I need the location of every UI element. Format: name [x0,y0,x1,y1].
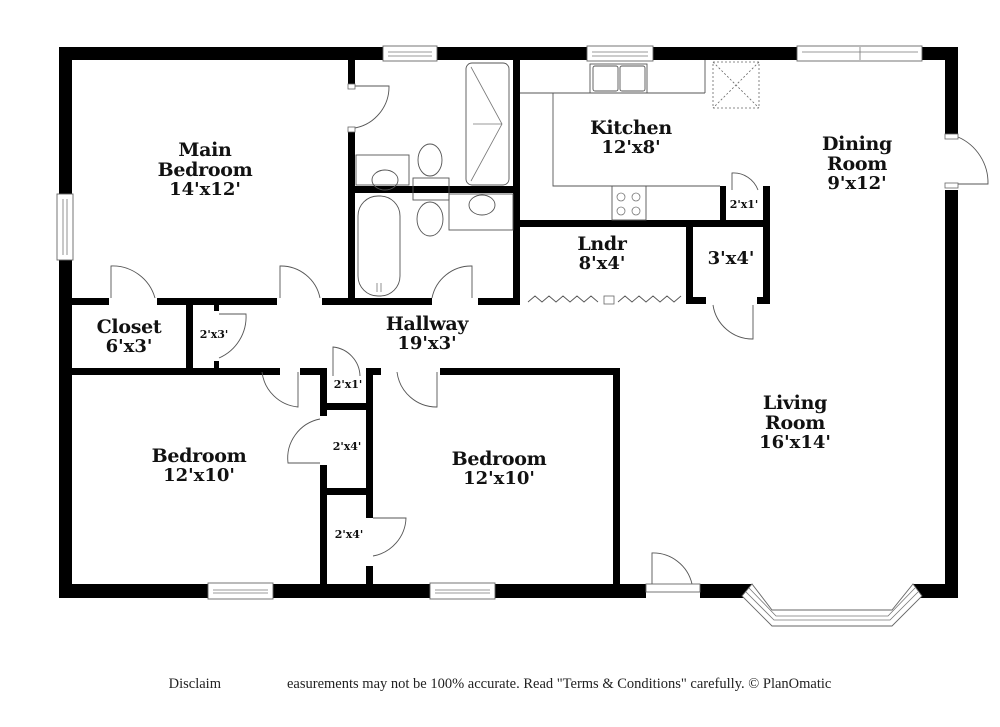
room-closet: Closet 6'x3' [96,316,162,357]
room-kitchen: Kitchen 12'x8' [590,117,672,158]
room-linen-closet: 2'x1' [334,379,363,391]
room-dimensions: 14'x12' [169,178,241,200]
windows [56,45,923,627]
fixtures [355,60,760,297]
disclaimer-start: Disclaim [168,676,221,692]
room-dimensions: 2'x1' [333,378,363,391]
room-laundry: Lndr 8'x4' [577,233,627,274]
room-name: Dining [821,133,893,155]
room-dimensions: 2'x3' [199,328,229,341]
room-name: Room [764,411,826,434]
room-name: Bedroom [151,445,247,467]
disclaimer-footer: Disclaim easurements may not be 100% acc… [0,676,1000,693]
doors [110,83,989,593]
room-hallway: Hallway 19'x3' [385,313,469,354]
room-bedroom-2-closet: 2'x4' [335,529,364,541]
room-name: Bedroom [157,158,253,181]
room-dimensions: 3'x4' [707,248,755,269]
interior-walls [72,60,770,590]
room-dimensions: 12'x10' [163,464,235,486]
room-name: Kitchen [590,117,672,139]
room-dimensions: 12'x10' [463,467,535,489]
room-dimensions: 12'x8' [601,136,661,158]
room-living-room: Living Room 16'x14' [759,392,831,453]
room-bedroom-1-closet: 2'x4' [333,441,362,453]
room-dining-room: Dining Room 9'x12' [821,133,893,194]
room-pantry: 3'x4' [707,248,755,269]
room-bedroom-1: Bedroom 12'x10' [151,445,247,486]
room-dimensions: 2'x4' [332,440,362,453]
room-main-bedroom: Main Bedroom 14'x12' [157,139,253,200]
exterior-walls [59,47,958,598]
room-dimensions: 9'x12' [827,172,887,194]
room-dimensions: 2'x1' [729,198,759,211]
room-name: Bedroom [451,448,547,470]
redacted-gap [221,676,287,693]
disclaimer-text: easurements may not be 100% accurate. Re… [287,676,832,692]
room-dimensions: 8'x4' [578,252,626,274]
room-name: Hallway [385,313,469,335]
room-kitchen-closet: 2'x1' [730,199,759,211]
room-dimensions: 6'x3' [105,335,153,357]
room-name: Living [762,392,828,414]
room-name: Lndr [577,233,627,255]
room-hall-closet: 2'x3' [200,329,229,341]
room-name: Main [178,139,232,161]
room-dimensions: 19'x3' [397,332,457,354]
room-name: Closet [96,316,162,338]
room-bedroom-2: Bedroom 12'x10' [451,448,547,489]
room-dimensions: 2'x4' [334,528,364,541]
room-dimensions: 16'x14' [759,431,831,453]
room-name: Room [826,152,888,175]
